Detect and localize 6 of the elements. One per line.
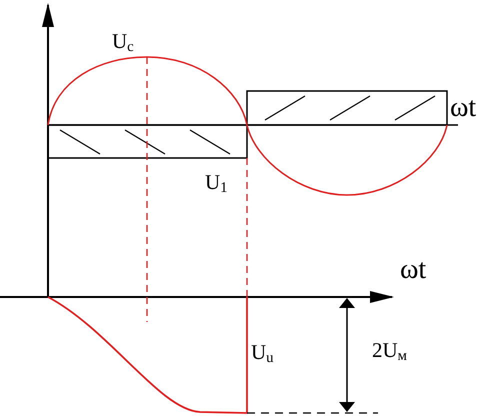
axis-label: ωt	[450, 94, 476, 122]
axis-label: ωt	[400, 256, 426, 284]
amplitude-label: 2U$_{м}$	[372, 340, 407, 364]
curve-label: U$_{u}$	[251, 342, 274, 366]
level-label: U$_{1}$	[205, 172, 228, 196]
curve-label: U$_{c}$	[112, 31, 134, 55]
